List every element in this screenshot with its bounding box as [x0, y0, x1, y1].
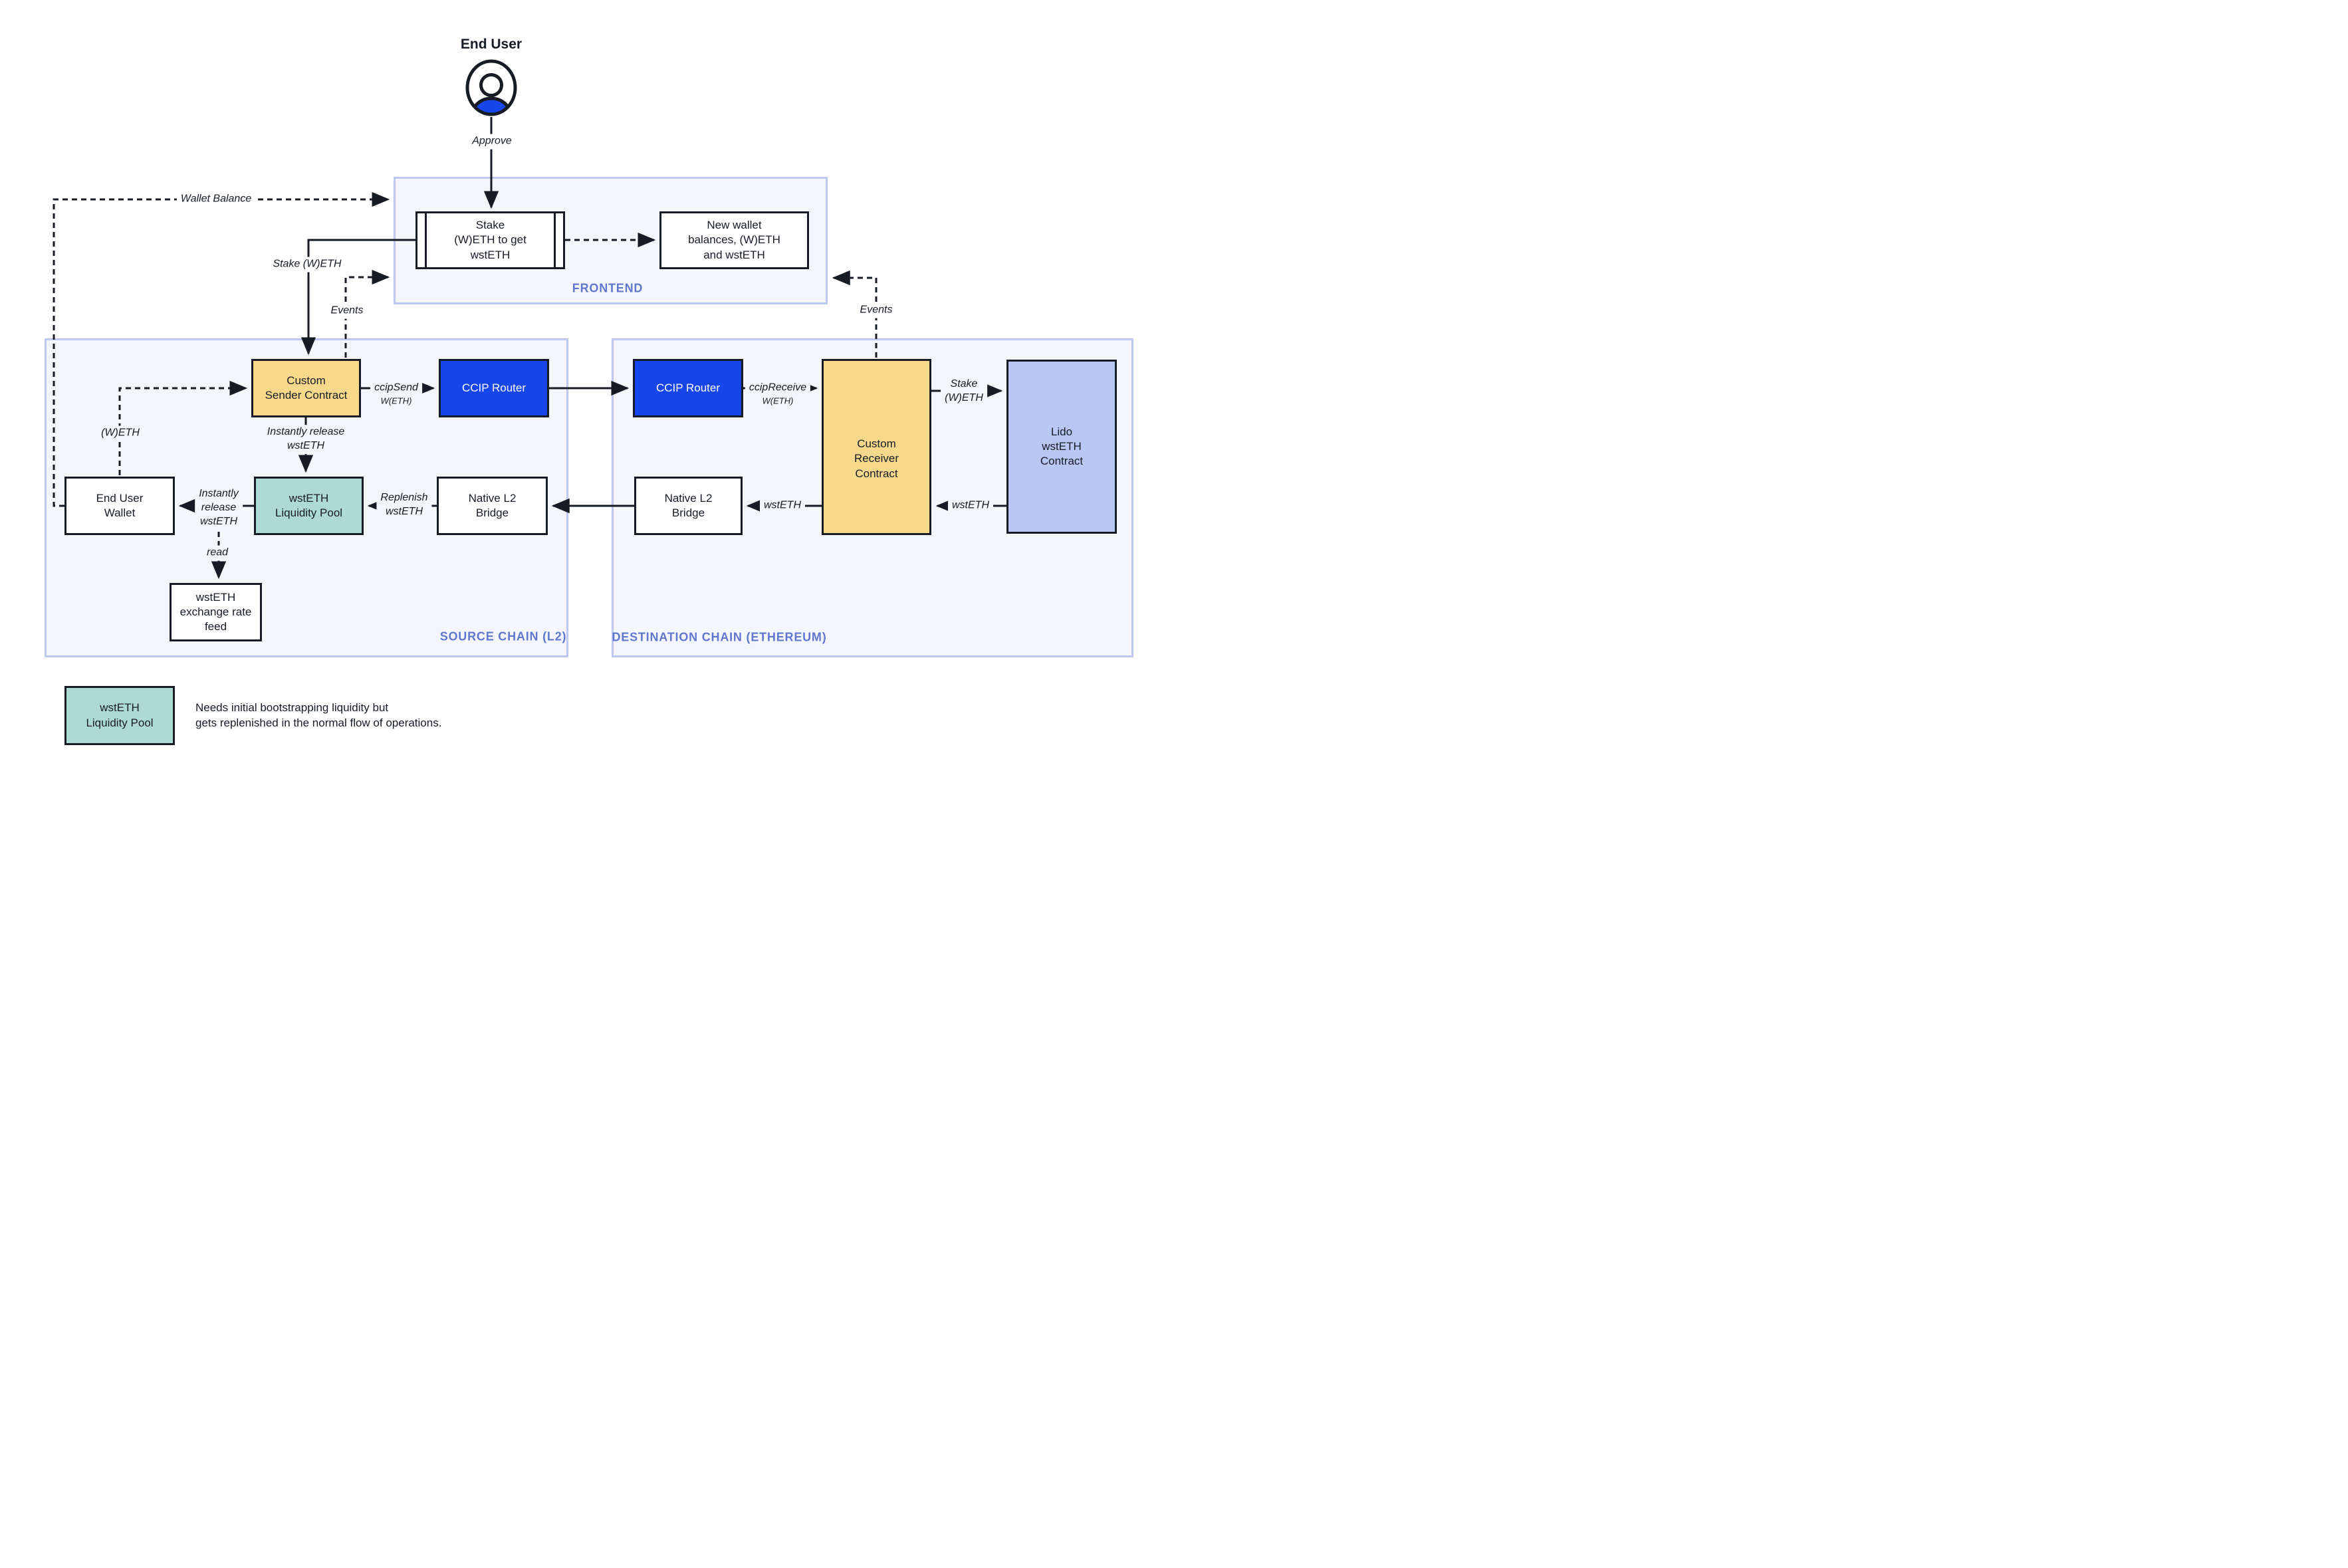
edges-layer [53, 117, 1006, 580]
label-ccip-receive-sub: W(ETH) [759, 395, 796, 407]
label-wsteth-lido-to-receiver: wstETH [948, 498, 993, 514]
edge-events-right [832, 270, 878, 358]
frontend-label: FRONTEND [572, 281, 644, 295]
node-new-wallet: New wallet balances, (W)ETH and wstETH [659, 211, 809, 269]
node-ccip-router-destination: CCIP Router [633, 359, 743, 417]
node-custom-receiver: Custom Receiver Contract [822, 359, 931, 535]
label-wsteth-receiver-to-bridge: wstETH [760, 498, 805, 514]
node-exchange-rate-feed: wstETH exchange rate feed [170, 583, 262, 641]
label-read: read [202, 545, 233, 561]
label-events-right: Events [856, 302, 897, 318]
node-custom-sender: Custom Sender Contract [251, 359, 361, 417]
diagram-canvas: FRONTEND SOURCE CHAIN (L2) DESTINATION C… [0, 0, 1174, 784]
destination-chain-label: DESTINATION CHAIN (ETHEREUM) [612, 630, 827, 644]
label-wallet-balance: Wallet Balance [176, 191, 256, 207]
label-ccip-receive: ccipReceive [745, 380, 811, 396]
edge-wallet-balance [53, 191, 390, 507]
node-stake-widget: Stake (W)ETH to get wstETH [415, 211, 565, 269]
label-approve: Approve [468, 134, 516, 150]
node-native-bridge-destination: Native L2 Bridge [634, 477, 743, 535]
legend-caption: Needs initial bootstrapping liquidity bu… [195, 701, 442, 729]
label-stake-weth-right: Stake (W)ETH [941, 377, 987, 406]
node-end-user-wallet: End User Wallet [64, 477, 175, 535]
label-weth: (W)ETH [97, 425, 144, 441]
label-instant-release-horizontal: Instantly release wstETH [195, 486, 243, 530]
source-chain-label: SOURCE CHAIN (L2) [439, 629, 567, 643]
label-instant-release-vertical: Instantly release wstETH [263, 425, 349, 454]
label-replenish: Replenish wstETH [376, 491, 432, 520]
node-liquidity-pool: wstETH Liquidity Pool [254, 477, 364, 535]
label-ccip-send-sub: W(ETH) [378, 395, 415, 407]
label-ccip-send: ccipSend [370, 380, 422, 396]
edge-stake-weth-left [300, 239, 415, 356]
node-lido-contract: Lido wstETH Contract [1006, 360, 1117, 534]
end-user-icon [463, 58, 519, 120]
label-stake-weth-left: Stake (W)ETH [269, 257, 346, 273]
node-native-bridge-source: Native L2 Bridge [437, 477, 548, 535]
label-events-left: Events [326, 303, 368, 319]
node-ccip-router-source: CCIP Router [439, 359, 549, 417]
end-user-title: End User [460, 37, 523, 52]
legend-swatch: wstETH Liquidity Pool [64, 686, 175, 745]
edge-weth [118, 380, 248, 475]
